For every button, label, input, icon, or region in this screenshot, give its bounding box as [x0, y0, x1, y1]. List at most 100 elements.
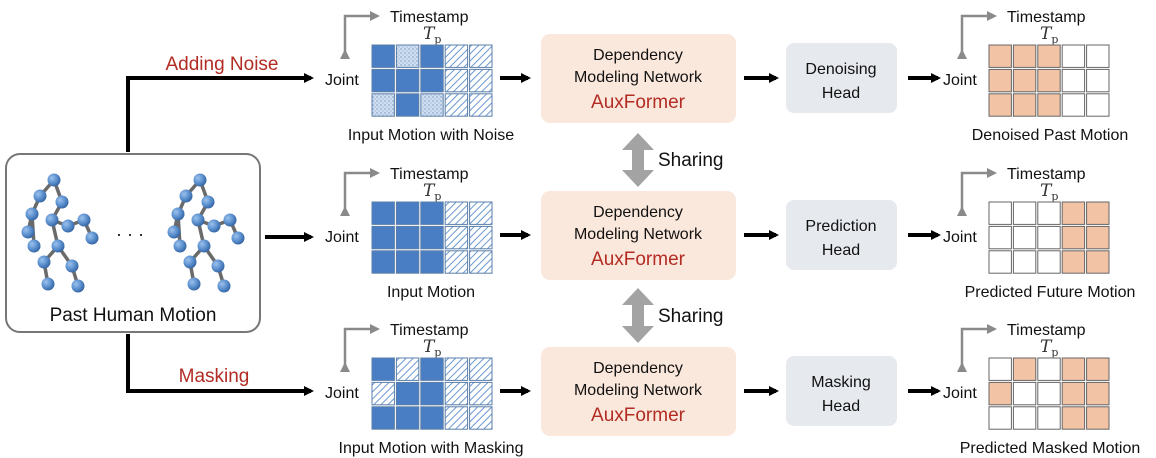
motion-cell: [395, 357, 420, 381]
motion-cell: [444, 93, 469, 117]
motion-cell: [395, 250, 420, 274]
input-caption: Input Motion with Noise: [348, 127, 514, 144]
motion-cell: [371, 68, 395, 93]
timestamp-label: Timestamp: [1007, 9, 1086, 26]
mask-branch-arrow: [126, 334, 314, 396]
tp-label: Tp: [423, 337, 441, 359]
motion-cell: [420, 93, 444, 117]
motion-cell: [1061, 225, 1086, 250]
network-name: AuxFormer: [591, 405, 686, 426]
tp-subscript: p: [434, 346, 441, 359]
joint-label: Joint: [325, 229, 359, 246]
adding-noise-label: Adding Noise: [165, 54, 278, 75]
network-line1: Dependency: [593, 204, 683, 221]
motion-cell: [469, 225, 493, 250]
network-line2: Modeling Network: [574, 69, 703, 86]
output-motion-grid: [988, 44, 1110, 117]
joint-node: [183, 255, 197, 269]
joint-node: [85, 231, 99, 245]
axis-arrows-icon: [957, 324, 997, 372]
tp-main: T: [1040, 24, 1053, 44]
motion-cell: [469, 406, 493, 430]
motion-cell: [371, 406, 395, 430]
motion-cell: [1061, 250, 1086, 274]
motion-cell: [444, 250, 469, 274]
axis-arrows-icon: [340, 11, 380, 59]
output-motion-grid: [988, 357, 1110, 430]
motion-cell: [1037, 357, 1061, 381]
tp-label: Tp: [1040, 337, 1058, 359]
sharing-label: Sharing: [658, 150, 724, 171]
motion-cell: [988, 406, 1012, 430]
tp-subscript: p: [1051, 346, 1058, 359]
network-line1: Dependency: [593, 360, 683, 377]
motion-cell: [988, 250, 1012, 274]
tp-label: Tp: [423, 24, 441, 46]
axis-arrows-icon: [957, 168, 997, 216]
tp-main: T: [423, 181, 436, 201]
tp-subscript: p: [434, 190, 441, 203]
double-arrow-icon: [622, 133, 654, 187]
joint-node: [171, 207, 185, 221]
network-line2: Modeling Network: [574, 226, 703, 243]
joint-node: [21, 225, 35, 239]
motion-cell: [988, 68, 1012, 93]
motion-cell: [1012, 93, 1037, 117]
output-caption: Predicted Future Motion: [965, 284, 1136, 301]
motion-cell: [1061, 93, 1086, 117]
motion-cell: [371, 357, 395, 381]
motion-cell: [1086, 93, 1110, 117]
joint-node: [51, 239, 65, 253]
motion-cell: [988, 357, 1012, 381]
joint-label: Joint: [325, 385, 359, 402]
motion-cell: [988, 44, 1012, 68]
motion-cell: [469, 44, 493, 68]
output-caption: Predicted Masked Motion: [960, 440, 1141, 457]
motion-cell: [469, 93, 493, 117]
motion-cell: [1086, 68, 1110, 93]
joint-node: [45, 213, 59, 227]
motion-cell: [371, 93, 395, 117]
motion-cell: [420, 357, 444, 381]
motion-cell: [469, 68, 493, 93]
motion-cell: [1012, 201, 1037, 225]
joint-node: [77, 213, 91, 227]
head-box-bg: [786, 356, 897, 426]
network-name: AuxFormer: [591, 249, 686, 270]
branch-connectors: Adding Noise Masking: [126, 54, 314, 396]
motion-cell: [444, 68, 469, 93]
motion-cell: [371, 44, 395, 68]
network-name: AuxFormer: [591, 92, 686, 113]
past-motion-label: Past Human Motion: [50, 305, 217, 326]
timestamp-label: Timestamp: [390, 166, 469, 183]
motion-cell: [988, 93, 1012, 117]
joint-label: Joint: [943, 385, 977, 402]
joint-node: [25, 207, 39, 221]
head-line2: Head: [822, 85, 860, 102]
motion-cell: [395, 381, 420, 406]
head-line1: Masking: [811, 374, 871, 391]
head-line1: Denoising: [805, 61, 876, 78]
motion-cell: [444, 225, 469, 250]
motion-cell: [444, 201, 469, 225]
motion-cell: [420, 381, 444, 406]
joint-node: [191, 213, 205, 227]
motion-cell: [1037, 406, 1061, 430]
tp-main: T: [1040, 337, 1053, 357]
motion-cell: [395, 406, 420, 430]
motion-cell: [1012, 381, 1037, 406]
input-motion-grid: [371, 44, 493, 117]
motion-cell: [1061, 68, 1086, 93]
input-motion-grid: [371, 357, 493, 430]
motion-cell: [444, 44, 469, 68]
motion-cell: [1086, 357, 1110, 381]
